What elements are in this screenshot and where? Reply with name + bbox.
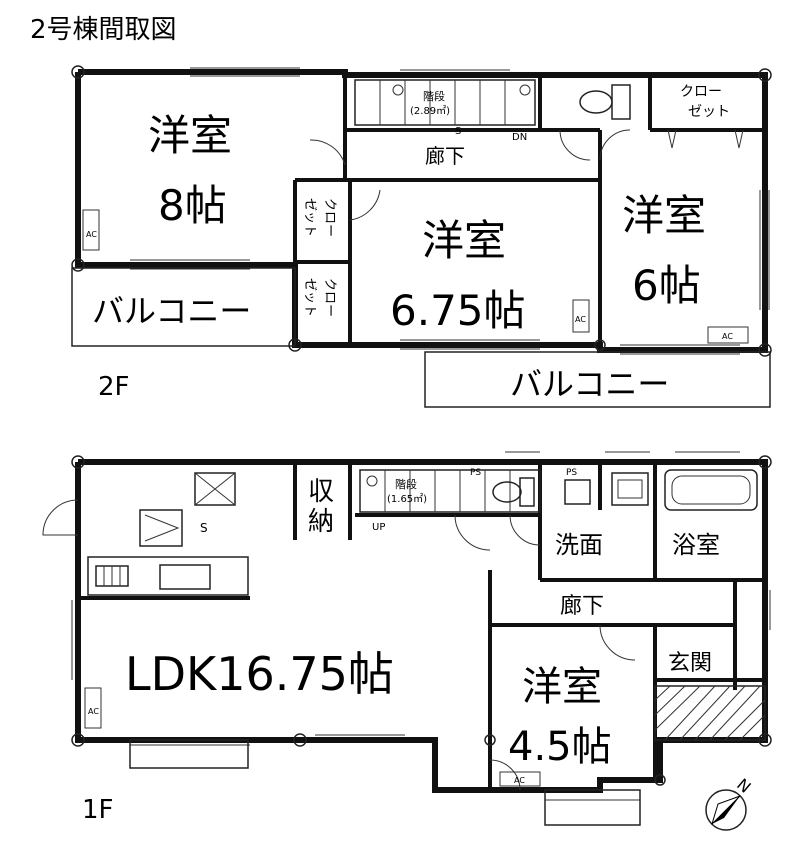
hallway-1f-label: 廊下 bbox=[560, 594, 604, 619]
closet-label: クロー bbox=[322, 278, 337, 317]
balcony-right-outline bbox=[424, 351, 771, 408]
bathtub bbox=[664, 469, 758, 511]
north-compass-icon: N bbox=[705, 775, 755, 831]
ac-marks-2f: AC AC AC bbox=[82, 209, 749, 344]
closet-label: ゼット bbox=[302, 198, 317, 237]
ac-label: AC bbox=[514, 776, 525, 785]
window-bay bbox=[129, 739, 249, 769]
closet-vertical-labels-2f: ゼット クロー ゼット クロー bbox=[302, 198, 337, 317]
balcony-left-label: バルコニー bbox=[92, 292, 251, 330]
room-western-675-label: 洋室 bbox=[422, 216, 506, 265]
closet-marks-2f bbox=[667, 129, 744, 149]
floor-label-2f: 2F bbox=[98, 372, 130, 402]
stairs-up-label: UP bbox=[372, 522, 385, 533]
stairs-2f-label: 階段 bbox=[423, 89, 445, 103]
closet-label: ゼット bbox=[302, 278, 317, 317]
room-western-8-label: 洋室 bbox=[148, 111, 232, 160]
windows bbox=[71, 451, 771, 801]
stairs-2f bbox=[354, 79, 536, 126]
doors-2f bbox=[309, 129, 631, 221]
room-western-1f-size: 4.5帖 bbox=[508, 724, 612, 770]
first-floor-plan: AC AC LDK16.75帖 洋室 4.5帖 収 納 洗面 浴室 廊下 玄関 … bbox=[42, 451, 772, 826]
plan-title: 2号棟間取図 bbox=[30, 15, 177, 45]
ac-label: AC bbox=[88, 707, 99, 716]
balcony-left-outline bbox=[71, 267, 296, 347]
room-western-1f-label: 洋室 bbox=[522, 664, 602, 710]
stairs-1f-area: (1.65㎡) bbox=[387, 493, 427, 505]
ps-mark: PS bbox=[470, 468, 481, 478]
ac-marks-1f: AC AC bbox=[84, 687, 541, 787]
first-floor-outer-wall bbox=[75, 459, 768, 793]
room-western-6-size: 6帖 bbox=[632, 261, 701, 310]
room-ldk-label: LDK16.75帖 bbox=[125, 647, 394, 701]
corner-posts bbox=[71, 455, 772, 786]
hallway-2f-label: 廊下 bbox=[425, 144, 465, 168]
windows bbox=[130, 67, 770, 355]
balcony-right-label: バルコニー bbox=[510, 365, 669, 403]
second-floor-plan: AC AC AC 洋室 8帖 洋室 6.75帖 洋室 6帖 廊下 クロー ゼット… bbox=[71, 65, 772, 408]
ceiling-box bbox=[194, 472, 236, 506]
toilet-2f bbox=[579, 84, 631, 120]
s-mark: S bbox=[455, 126, 461, 137]
ac-label: AC bbox=[722, 332, 733, 341]
closet-label: クロー bbox=[680, 84, 722, 100]
storage-label: 納 bbox=[308, 507, 334, 537]
floor-label-1f: 1F bbox=[82, 795, 114, 825]
bath-label: 浴室 bbox=[672, 531, 720, 559]
fridge bbox=[139, 509, 183, 547]
doors-1f bbox=[454, 514, 636, 791]
toilet-1f bbox=[492, 477, 535, 507]
washroom-label: 洗面 bbox=[555, 531, 603, 559]
closet-label: ゼット bbox=[688, 104, 730, 120]
closet-label: クロー bbox=[322, 198, 337, 237]
door-swing bbox=[42, 499, 79, 536]
s-mark: S bbox=[200, 521, 208, 535]
stairs-2f-area: (2.89㎡) bbox=[410, 105, 450, 117]
ac-label: AC bbox=[86, 230, 97, 239]
storage-label: 収 bbox=[308, 477, 334, 507]
entrance-label: 玄関 bbox=[668, 651, 712, 676]
stairs-1f bbox=[359, 469, 541, 513]
room-western-675-size: 6.75帖 bbox=[390, 286, 526, 335]
stairs-down-label: DN bbox=[512, 132, 527, 143]
room-western-8-size: 8帖 bbox=[158, 181, 227, 230]
washroom-fixtures bbox=[564, 472, 649, 506]
ac-label: AC bbox=[575, 315, 586, 324]
stairs-1f-label: 階段 bbox=[395, 477, 417, 491]
corner-posts bbox=[71, 65, 772, 357]
ps-mark: PS bbox=[566, 468, 577, 478]
window-bay bbox=[544, 789, 641, 826]
entrance-floor-tiles bbox=[654, 685, 766, 741]
room-western-6-label: 洋室 bbox=[622, 191, 706, 240]
kitchen-counter bbox=[87, 556, 249, 596]
